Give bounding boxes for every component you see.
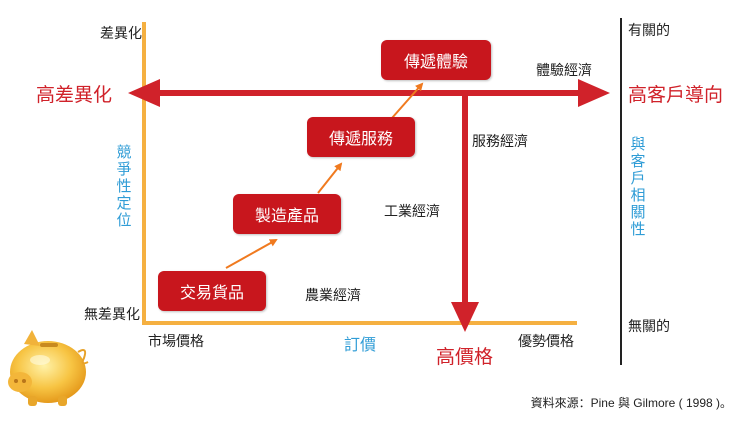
stage-box-goods: 製造產品 (233, 194, 341, 234)
x-axis-left-label: 市場價格 (148, 333, 204, 349)
economy-label-agrarian: 農業經濟 (305, 287, 361, 303)
source-note: 資料來源：Pine 與 Gilmore ( 1998 )。 (530, 396, 732, 410)
down-arrowhead (451, 302, 479, 332)
left-arrow-label: 高差異化 (36, 85, 113, 106)
economy-label-industrial: 工業經濟 (384, 203, 440, 219)
right-arrow-label: 高客戶導向 (628, 85, 724, 106)
x-axis-title: 訂價 (344, 337, 377, 354)
piggy-bank-icon (8, 330, 89, 406)
economy-label-experience: 體驗經濟 (536, 62, 592, 78)
stage-box-services: 傳遞服務 (307, 117, 415, 157)
stage-box-experiences: 傳遞體驗 (381, 40, 491, 80)
step-arrow-2 (317, 162, 343, 194)
step-arrow-3 (391, 82, 424, 119)
down-arrow-label: 高價格 (436, 347, 494, 368)
right-axis-top-label: 有關的 (628, 22, 670, 38)
x-axis-right-label: 優勢價格 (518, 333, 574, 349)
economy-label-service: 服務經濟 (472, 133, 528, 149)
y-axis-top-label: 差異化 (100, 25, 142, 41)
y-axis-title: 競爭性定位 (116, 144, 132, 229)
y-axis-bottom-label: 無差異化 (84, 306, 140, 322)
right-arrowhead (578, 79, 610, 107)
right-axis-bottom-label: 無關的 (628, 318, 670, 334)
left-arrowhead (128, 79, 160, 107)
stage-box-commodities: 交易貨品 (158, 271, 266, 311)
right-axis-title: 與客戶相關性 (630, 136, 646, 238)
step-arrow-1 (225, 239, 278, 269)
